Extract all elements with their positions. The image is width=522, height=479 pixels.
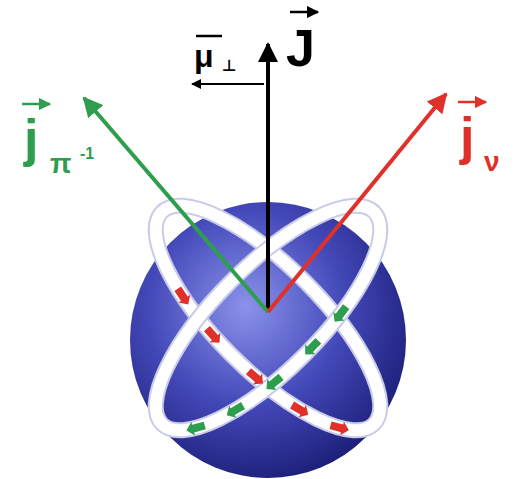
- current-arrow: [185, 419, 207, 437]
- proton-hole-vector: [84, 98, 268, 312]
- current-arrow: [262, 371, 286, 394]
- subscript: ⊥: [222, 58, 237, 74]
- subscript: ν: [484, 148, 500, 176]
- vector-mark: [22, 103, 50, 106]
- vector-mark: [290, 11, 318, 14]
- current-arrow: [329, 302, 352, 326]
- subscript: π: [50, 150, 71, 178]
- current-arrow: [329, 418, 351, 437]
- superscript: -1: [80, 146, 94, 162]
- moment-symbol: μ: [194, 40, 214, 72]
- spin-symbol: J: [286, 22, 315, 74]
- current-arrow: [172, 285, 194, 309]
- current-arrow: [202, 324, 225, 348]
- neutron-vector: [268, 94, 446, 312]
- spin-symbol: j: [460, 110, 474, 162]
- vector-bar: [196, 35, 222, 38]
- current-arrow: [244, 366, 268, 389]
- spin-symbol: j: [24, 112, 38, 164]
- current-arrow: [300, 336, 323, 359]
- magnetic-moment-vector: [192, 83, 264, 85]
- total-spin-vector: [266, 44, 270, 312]
- current-arrow: [223, 400, 246, 422]
- current-arrow: [288, 399, 311, 421]
- vector-mark: [458, 101, 486, 104]
